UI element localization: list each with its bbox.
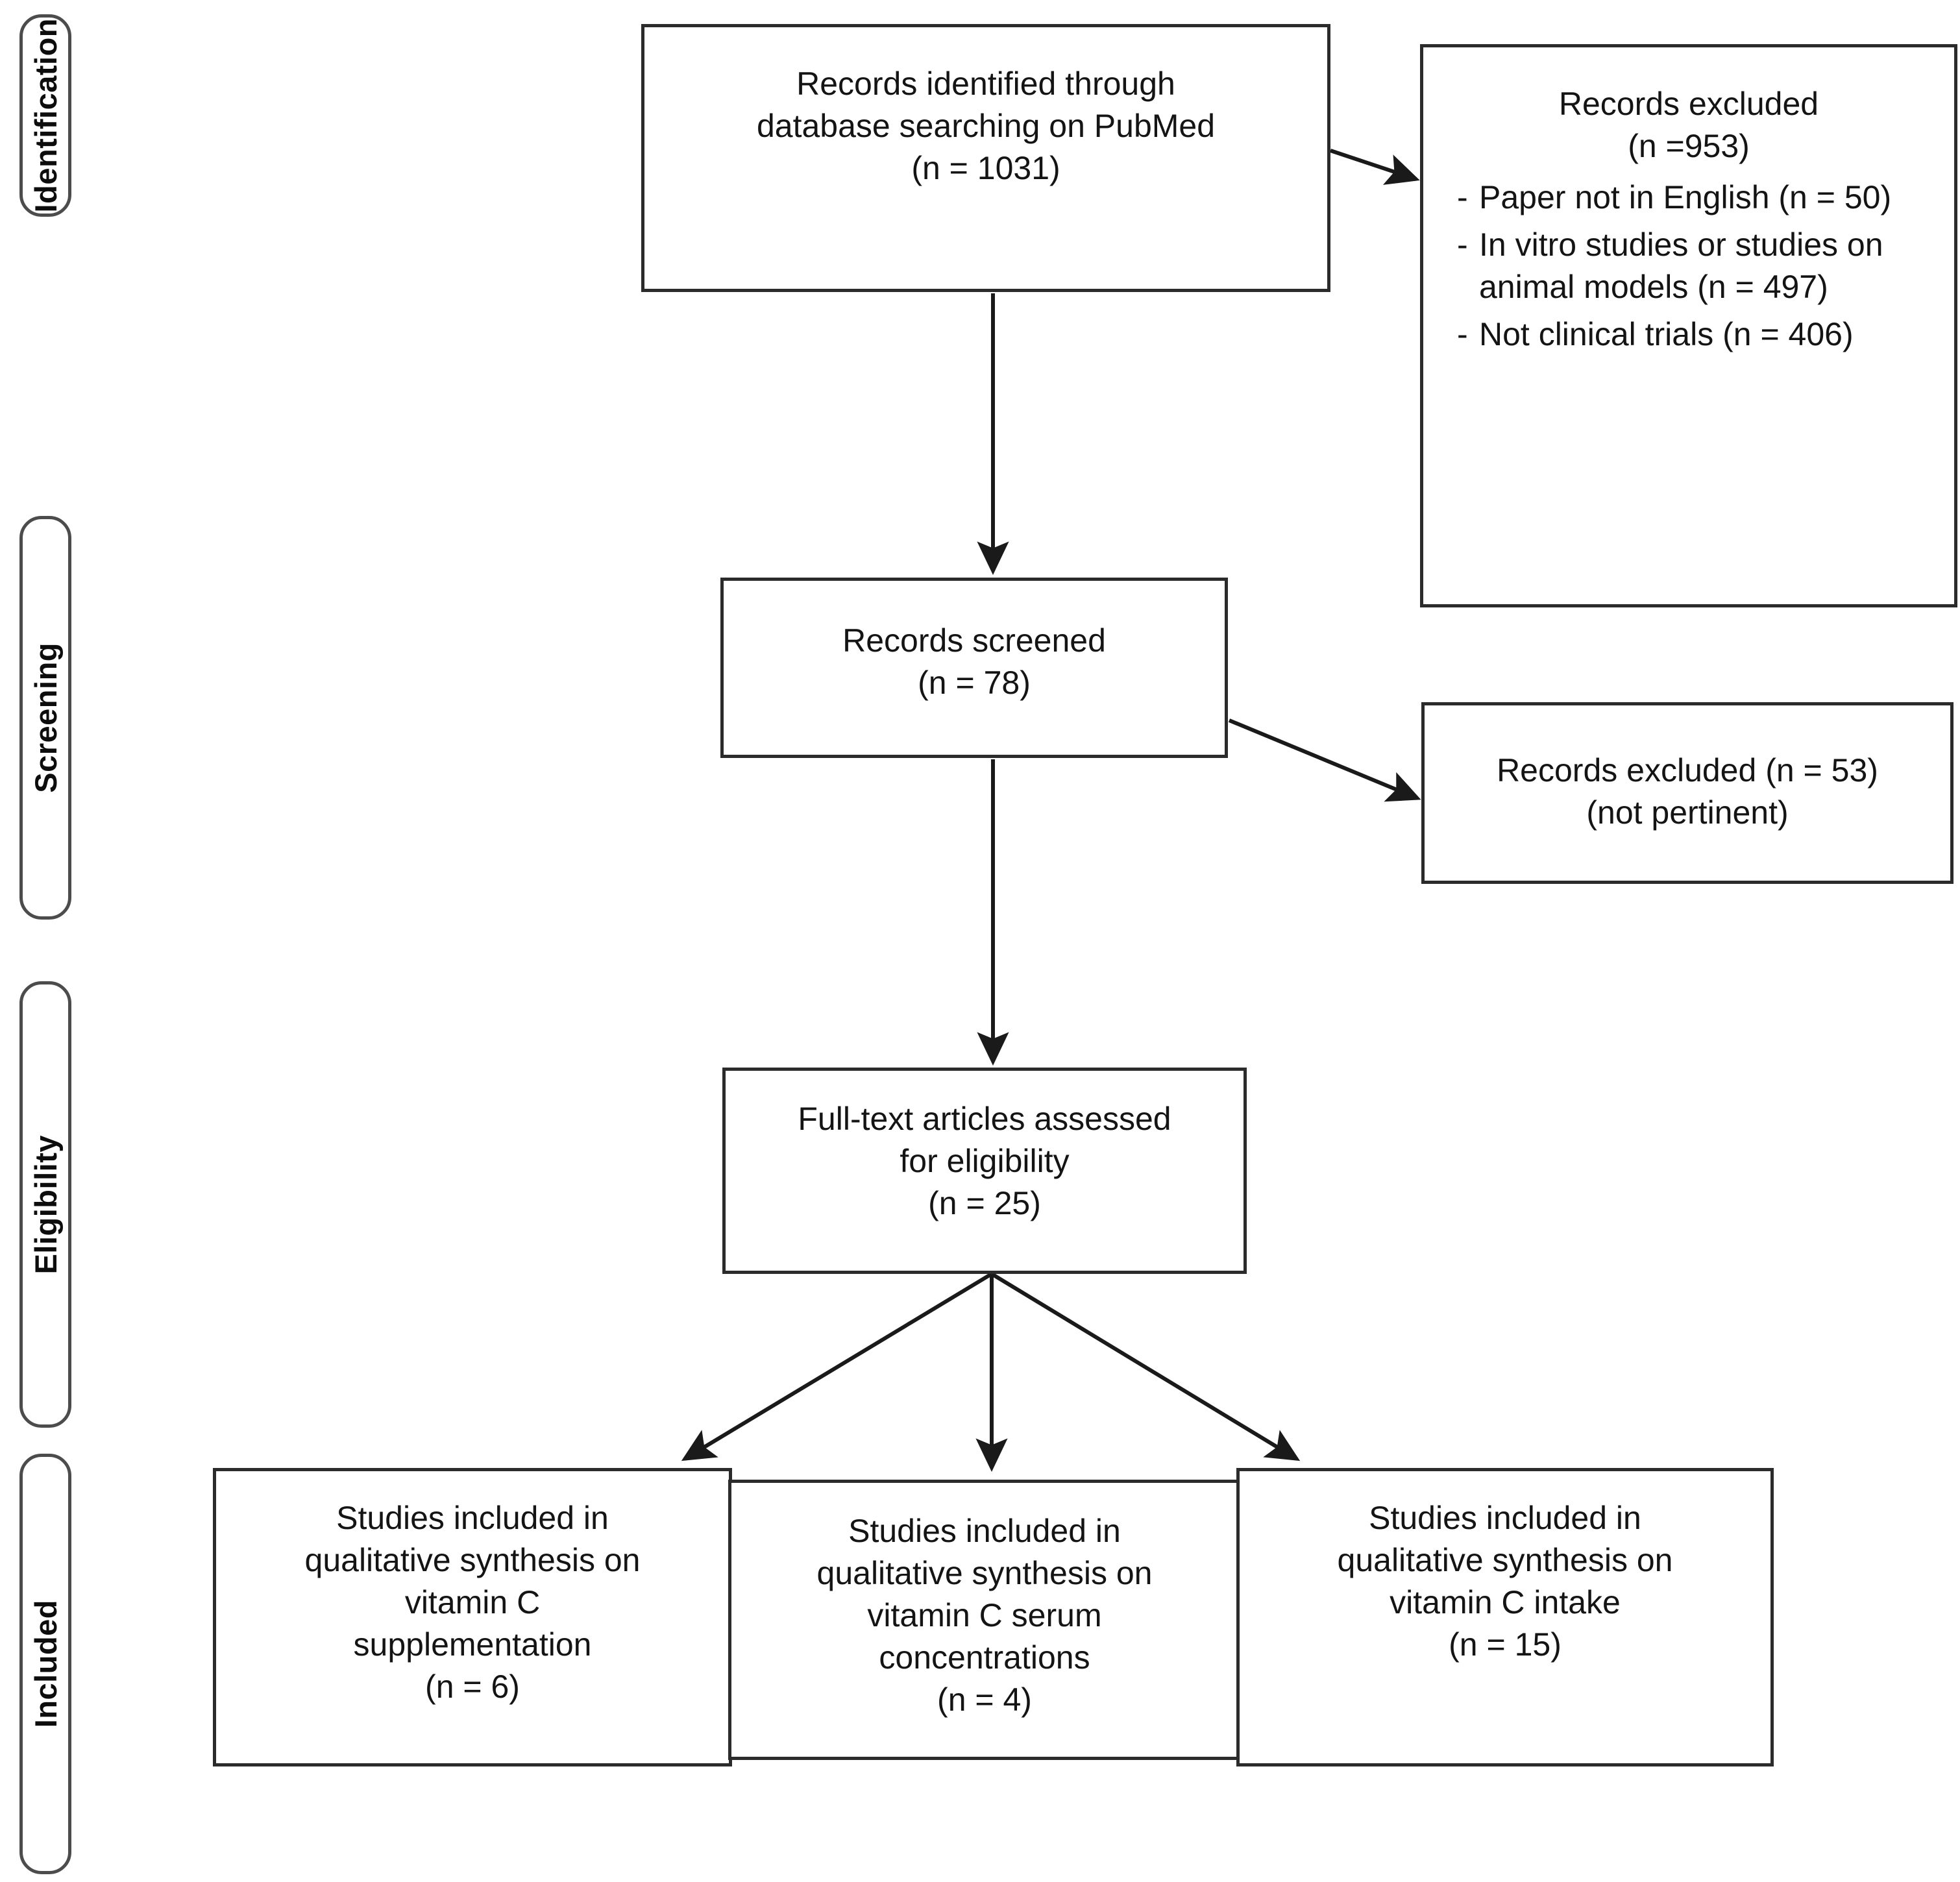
arrow-fulltext-to-included-intake bbox=[990, 1272, 1301, 1461]
node-included-serum-line-3: vitamin C serum bbox=[867, 1597, 1102, 1633]
node-records-screened-count: (n = 78) bbox=[918, 665, 1031, 701]
node-records-identified: Records identified through database sear… bbox=[641, 24, 1330, 292]
node-included-serum-line-1: Studies included in bbox=[848, 1513, 1121, 1549]
bullet-dash-icon: - bbox=[1457, 179, 1468, 215]
list-item: - In vitro studies or studies on animal … bbox=[1423, 224, 1954, 308]
node-fulltext-assessed-count: (n = 25) bbox=[928, 1185, 1041, 1221]
list-item: - Paper not in English (n = 50) bbox=[1423, 177, 1954, 219]
node-fulltext-assessed: Full-text articles assessed for eligibil… bbox=[722, 1068, 1247, 1274]
stage-label-identification: Identification bbox=[19, 14, 71, 217]
stage-label-identification-text: Identification bbox=[28, 18, 63, 213]
bullet-dash-icon: - bbox=[1457, 226, 1468, 263]
node-included-supplementation-line-3: vitamin C bbox=[404, 1584, 541, 1620]
node-records-excluded-screening: Records excluded (n =953) - Paper not in… bbox=[1420, 44, 1957, 607]
stage-label-eligibility-text: Eligibility bbox=[28, 1134, 63, 1275]
node-included-intake-line-1: Studies included in bbox=[1369, 1500, 1641, 1536]
node-records-excluded-not-pertinent-line-1: Records excluded (n = 53) bbox=[1497, 752, 1878, 788]
node-records-identified-line-2: database searching on PubMed bbox=[756, 108, 1216, 144]
node-included-serum-concentrations: Studies included in qualitative synthesi… bbox=[728, 1480, 1241, 1760]
stage-label-included-text: Included bbox=[28, 1600, 63, 1728]
arrow-screened-to-excluded-not-pertinent bbox=[1228, 718, 1421, 802]
node-included-intake: Studies included in qualitative synthesi… bbox=[1236, 1468, 1774, 1766]
arrow-identified-to-excluded bbox=[1330, 149, 1420, 185]
node-included-supplementation-line-1: Studies included in bbox=[336, 1500, 609, 1536]
node-records-excluded-screening-line-1: Records excluded bbox=[1558, 86, 1819, 122]
stage-label-screening: Screening bbox=[19, 516, 71, 920]
node-included-intake-line-2: qualitative synthesis on bbox=[1337, 1542, 1673, 1578]
node-records-excluded-screening-count: (n =953) bbox=[1628, 128, 1750, 164]
stage-label-included: Included bbox=[19, 1454, 71, 1874]
arrow-fulltext-to-included-supplementation bbox=[681, 1272, 993, 1461]
node-included-serum-count: (n = 4) bbox=[937, 1681, 1032, 1718]
bullet-dash-icon: - bbox=[1457, 316, 1468, 352]
exclusion-reason-list: - Paper not in English (n = 50) - In vit… bbox=[1423, 177, 1954, 356]
node-records-identified-line-1: Records identified through bbox=[796, 66, 1175, 102]
node-fulltext-assessed-line-1: Full-text articles assessed bbox=[798, 1101, 1171, 1137]
stage-label-screening-text: Screening bbox=[28, 642, 63, 793]
exclusion-reason-text: Not clinical trials (n = 406) bbox=[1479, 316, 1854, 352]
node-included-intake-line-3: vitamin C intake bbox=[1390, 1584, 1621, 1620]
node-included-supplementation: Studies included in qualitative synthesi… bbox=[213, 1468, 732, 1766]
node-included-supplementation-line-2: qualitative synthesis on bbox=[304, 1542, 641, 1578]
node-records-excluded-not-pertinent: Records excluded (n = 53) (not pertinent… bbox=[1421, 702, 1954, 884]
node-included-supplementation-count: (n = 6) bbox=[425, 1668, 520, 1705]
node-records-identified-count: (n = 1031) bbox=[911, 150, 1060, 186]
node-records-screened-line-1: Records screened bbox=[842, 622, 1106, 659]
node-included-serum-line-2: qualitative synthesis on bbox=[816, 1555, 1153, 1591]
exclusion-reason-text: Paper not in English (n = 50) bbox=[1479, 179, 1892, 215]
node-included-serum-line-4: concentrations bbox=[879, 1639, 1090, 1676]
node-included-supplementation-line-4: supplementation bbox=[353, 1626, 592, 1663]
node-included-intake-count: (n = 15) bbox=[1449, 1626, 1562, 1663]
stage-label-eligibility: Eligibility bbox=[19, 981, 71, 1428]
node-fulltext-assessed-line-2: for eligibility bbox=[900, 1143, 1070, 1179]
node-records-screened: Records screened (n = 78) bbox=[720, 578, 1228, 758]
node-records-excluded-not-pertinent-line-2: (not pertinent) bbox=[1586, 794, 1789, 831]
exclusion-reason-text: In vitro studies or studies on animal mo… bbox=[1479, 226, 1883, 305]
list-item: - Not clinical trials (n = 406) bbox=[1423, 313, 1954, 356]
